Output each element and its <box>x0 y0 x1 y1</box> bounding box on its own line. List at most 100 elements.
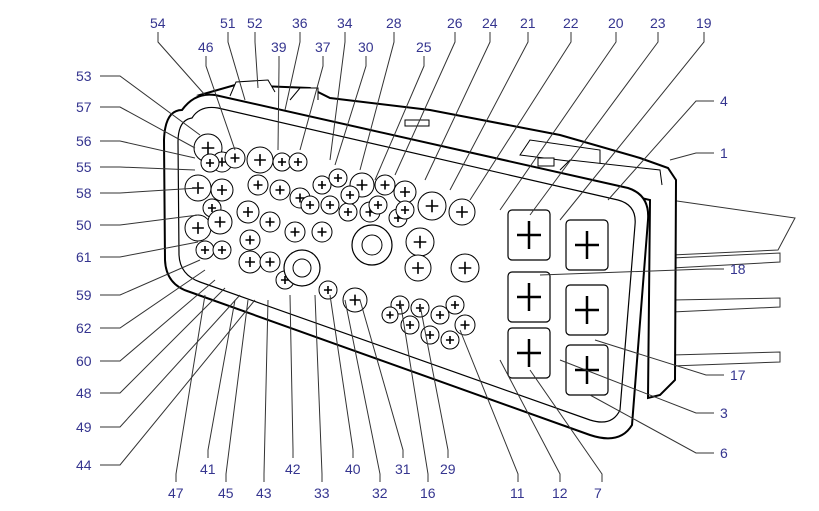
callout-label-31: 31 <box>395 461 411 477</box>
leader-line <box>394 32 456 176</box>
terminal-block-cross <box>517 339 541 367</box>
terminal-cross <box>207 203 217 213</box>
callout-label-47: 47 <box>168 485 184 501</box>
leader-line <box>374 56 425 181</box>
leader-line <box>594 339 724 376</box>
callout-label-18: 18 <box>730 261 746 277</box>
callout-label-30: 30 <box>358 39 374 55</box>
terminal-cross <box>345 190 355 200</box>
ring-terminal-hole <box>292 258 312 278</box>
terminal-cross <box>277 157 287 167</box>
callout-label-45: 45 <box>218 485 234 501</box>
terminal-block-cross <box>575 296 599 324</box>
callout-label-48: 48 <box>76 385 92 401</box>
callout-label-51: 51 <box>220 15 236 31</box>
terminal-cross <box>265 257 275 267</box>
terminal-cross <box>317 180 327 190</box>
leader-line <box>175 294 206 482</box>
callout-label-43: 43 <box>256 485 272 501</box>
callout-label-55: 55 <box>76 159 92 175</box>
terminal-block-cross <box>517 221 541 249</box>
terminal-cross <box>450 300 460 310</box>
callout-label-25: 25 <box>416 39 432 55</box>
callout-label-49: 49 <box>76 419 92 435</box>
terminal-cross <box>323 285 333 295</box>
leader-line <box>449 32 529 191</box>
terminal-cross <box>265 217 275 227</box>
callout-label-6: 6 <box>720 445 728 461</box>
terminal-cross <box>217 245 227 255</box>
leader-line <box>289 294 294 458</box>
terminal-cross <box>205 158 215 168</box>
leader-line <box>100 279 216 362</box>
callout-label-21: 21 <box>520 15 536 31</box>
terminal-cross <box>295 193 305 203</box>
terminal-cross <box>373 200 383 210</box>
callout-label-54: 54 <box>150 15 166 31</box>
callout-label-58: 58 <box>76 185 92 201</box>
leader-line <box>424 32 491 181</box>
callout-label-7: 7 <box>594 485 602 501</box>
connector-housing-back <box>196 79 678 400</box>
callout-label-52: 52 <box>247 15 263 31</box>
callout-label-29: 29 <box>440 461 456 477</box>
terminal-cross <box>245 235 255 245</box>
leader-line <box>100 187 199 194</box>
leader-line <box>100 106 196 149</box>
terminal-cross <box>317 227 327 237</box>
callout-label-37: 37 <box>315 39 331 55</box>
callout-label-53: 53 <box>76 68 92 84</box>
leader-line <box>207 299 236 458</box>
terminal-cross <box>458 261 472 275</box>
terminal-cross <box>343 207 353 217</box>
callout-label-3: 3 <box>720 405 728 421</box>
leader-line <box>157 32 206 96</box>
leader-line <box>314 294 323 482</box>
leader-line <box>284 32 301 111</box>
terminal-cross <box>356 179 368 191</box>
terminal-cross <box>380 180 390 190</box>
callout-label-23: 23 <box>650 15 666 31</box>
callout-label-40: 40 <box>345 461 361 477</box>
terminal-cross <box>425 330 435 340</box>
terminal-cross <box>254 154 266 166</box>
leader-line <box>607 100 714 201</box>
leader-line <box>100 269 206 329</box>
leader-line <box>589 394 714 454</box>
terminal-cross <box>243 207 253 217</box>
callout-label-60: 60 <box>76 353 92 369</box>
terminal-cross <box>412 262 424 274</box>
terminal-cross <box>400 205 410 215</box>
leader-line <box>100 75 201 136</box>
leader-line <box>359 299 404 458</box>
callout-label-24: 24 <box>482 15 498 31</box>
terminal-cross <box>253 180 263 190</box>
terminal-block-cross <box>575 231 599 259</box>
callout-label-11: 11 <box>510 485 525 501</box>
leader-line <box>529 369 603 482</box>
leader-line <box>100 259 201 296</box>
terminal-cross <box>425 199 439 213</box>
leader-line <box>419 304 449 458</box>
terminal-cross <box>400 187 410 197</box>
terminal-cross <box>200 245 210 255</box>
callout-label-28: 28 <box>386 15 402 31</box>
leader-line <box>277 56 280 151</box>
callout-label-16: 16 <box>420 485 436 501</box>
leader-line <box>100 140 196 159</box>
callout-label-61: 61 <box>76 249 92 265</box>
leader-line <box>499 359 561 482</box>
terminal-cross <box>305 200 315 210</box>
terminal-cross <box>405 320 415 330</box>
terminal-block-cross <box>517 283 541 311</box>
leader-line <box>205 56 236 151</box>
callout-label-33: 33 <box>314 485 330 501</box>
terminal-cross <box>214 216 226 228</box>
leader-line <box>559 32 705 221</box>
terminal-cross <box>290 227 300 237</box>
callout-label-39: 39 <box>271 39 287 55</box>
terminal-array <box>184 133 480 350</box>
callout-label-34: 34 <box>337 15 353 31</box>
